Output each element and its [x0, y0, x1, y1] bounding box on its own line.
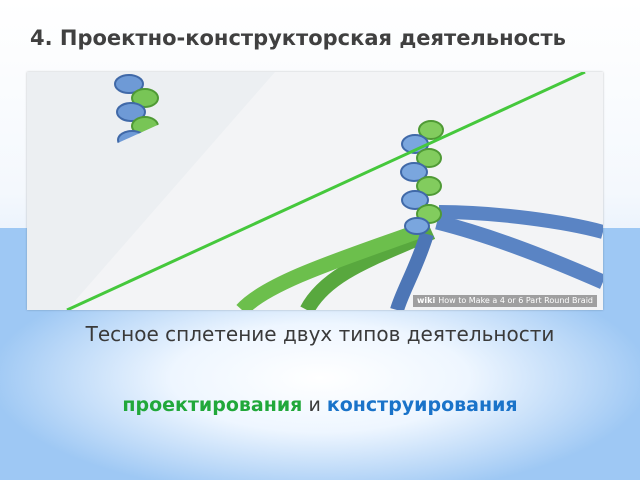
construction-word: конструирования: [326, 394, 518, 416]
design-word: проектирования: [122, 394, 303, 416]
emphasis-line: проектирования и конструирования: [20, 392, 620, 418]
slide-title: 4. Проектно-конструкторская деятельность: [30, 26, 566, 50]
connector-word: и: [308, 394, 321, 416]
divider-line: [66, 72, 586, 310]
slide-caption: Тесное сплетение двух типов деятельности: [85, 322, 555, 346]
watermark-text: How to Make a 4 or 6 Part Round Braid: [438, 296, 593, 305]
watermark-brand: wiki: [417, 296, 436, 305]
